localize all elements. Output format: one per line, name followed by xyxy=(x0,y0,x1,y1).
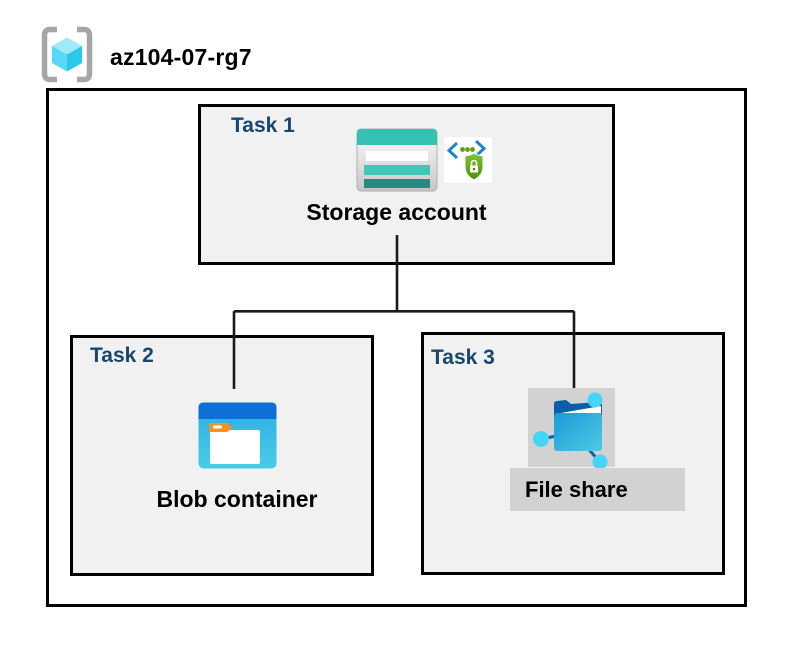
blob-container-label: Blob container xyxy=(156,486,318,512)
task-1-box: Task 1 xyxy=(198,104,615,265)
file-share-label-highlight: File share xyxy=(510,468,685,511)
code-shield-lock-icon xyxy=(444,137,492,183)
blob-container-icon xyxy=(198,402,277,469)
storage-account-icon xyxy=(356,128,438,192)
resource-group-icon xyxy=(41,26,93,83)
resource-group-name: az104-07-rg7 xyxy=(110,44,252,70)
task-3-box: Task 3 File share xyxy=(421,332,725,575)
task-3-label: Task 3 xyxy=(431,346,495,369)
task-1-label: Task 1 xyxy=(231,114,295,137)
file-share-icon-highlight xyxy=(528,388,615,470)
task-2-box: Task 2 Blob container xyxy=(70,335,374,576)
storage-account-label: Storage account xyxy=(306,199,487,225)
task-2-label: Task 2 xyxy=(90,344,154,367)
file-share-icon xyxy=(533,392,608,470)
file-share-label: File share xyxy=(525,477,628,502)
